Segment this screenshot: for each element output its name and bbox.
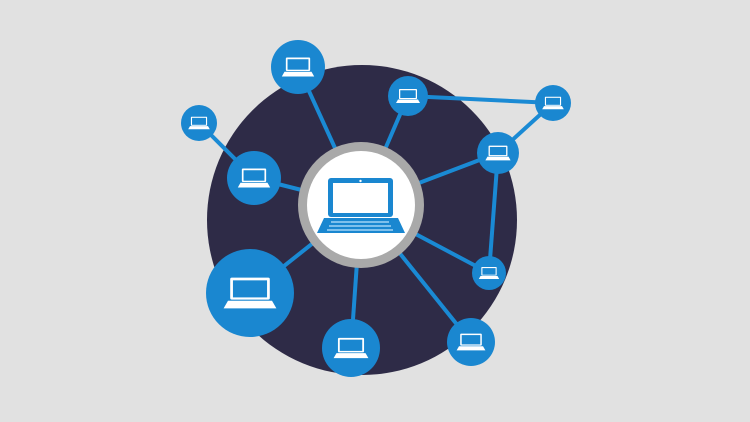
network-node [181, 105, 217, 141]
network-node [535, 85, 571, 121]
laptop-icon [237, 168, 271, 188]
laptop-icon [188, 116, 210, 130]
network-node [206, 249, 294, 337]
network-node [477, 132, 519, 174]
laptop-icon [281, 57, 315, 77]
center-node [298, 142, 424, 268]
laptop-icon [456, 333, 486, 351]
laptop-icon [317, 178, 405, 233]
laptop-icon [333, 337, 369, 359]
network-node [447, 318, 495, 366]
laptop-icon [396, 89, 420, 103]
network-link [407, 94, 554, 105]
laptop-icon [542, 96, 564, 110]
network-node [227, 151, 281, 205]
laptop-icon [485, 145, 511, 161]
network-node [271, 40, 325, 94]
laptop-icon [478, 267, 500, 279]
laptop-icon [223, 277, 277, 309]
network-node [388, 76, 428, 116]
network-node [322, 319, 380, 377]
network-node [472, 256, 506, 290]
